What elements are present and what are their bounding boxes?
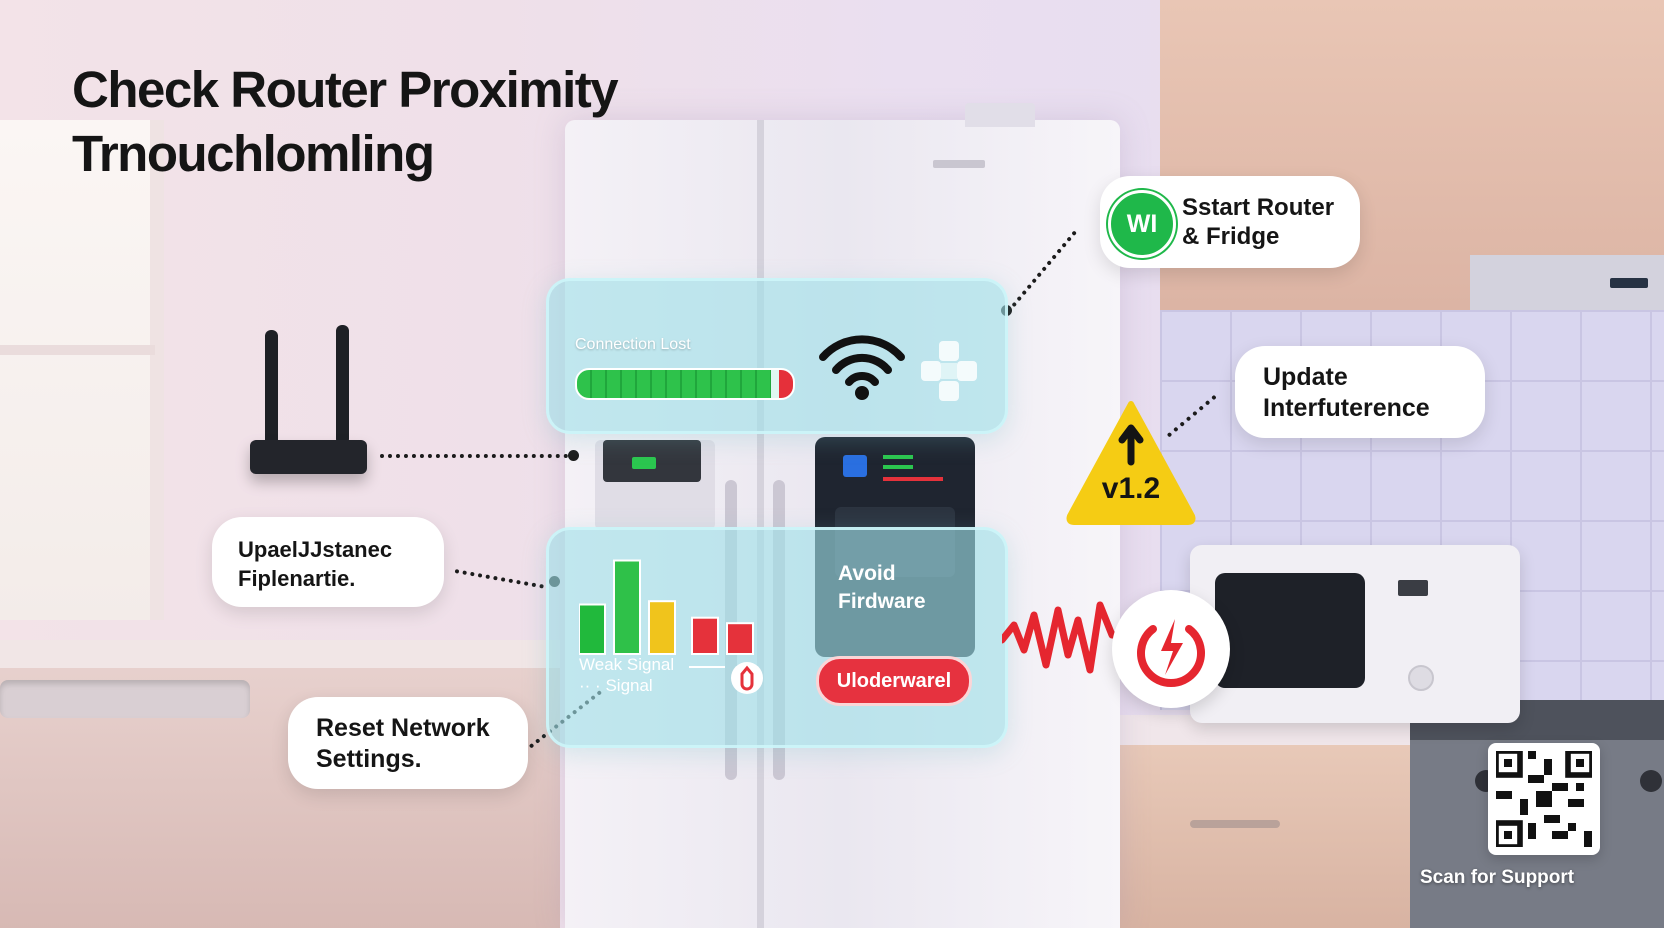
update-line-1: Update	[1263, 363, 1348, 391]
title-line-2: Trnouchlomling	[72, 125, 435, 182]
title-line-1: Check Router Proximity	[72, 61, 619, 118]
microwave	[1190, 545, 1520, 723]
tablet-app-icon	[843, 455, 867, 477]
alert-icon[interactable]	[729, 660, 765, 696]
weak-signal-divider	[689, 666, 725, 668]
update-callout[interactable]: Update Interfuterence	[1235, 346, 1485, 438]
signal-bar	[613, 559, 641, 655]
window-frame	[0, 345, 155, 355]
signal-bars-chart	[579, 559, 754, 655]
signal-sublabel-prefix: ·· ·	[579, 676, 601, 695]
tablet-action-button[interactable]: Uloderwarel	[816, 656, 972, 706]
update-line-2: Interfuterence	[1263, 394, 1430, 422]
drawer-handle	[1190, 820, 1280, 828]
signal-panel: Weak Signal ·· · Signal	[546, 527, 1008, 748]
puzzle-icon	[921, 341, 977, 401]
power-bolt-icon	[1137, 619, 1205, 687]
kitchen-window	[0, 120, 164, 620]
hood-display	[1610, 278, 1648, 288]
reset-callout-text: Reset Network Settings.	[316, 713, 490, 775]
fridge-door-gap	[757, 120, 764, 928]
connection-status-panel: Connection Lost	[546, 278, 1008, 434]
restart-line-2: & Fridge	[1182, 223, 1280, 250]
tablet-message: Avoid Firdware	[838, 560, 926, 616]
distance-callout[interactable]: UpaelJJstanec Fiplenartie.	[212, 517, 444, 607]
page-title: Check Router Proximity Trnouchlomling	[72, 58, 712, 186]
signal-sublabel-text: Signal	[605, 676, 653, 695]
reset-line-2: Settings.	[316, 745, 422, 773]
signal-bar	[691, 616, 719, 655]
distance-line-1: UpaelJJstanec	[238, 537, 393, 562]
restart-callout-text: Sstart Router & Fridge	[1182, 193, 1334, 251]
distance-line-2: Fiplenartie.	[238, 566, 356, 591]
restart-icon: WI	[1108, 190, 1176, 258]
signal-sublabel: ·· · Signal	[579, 676, 653, 696]
qr-caption: Scan for Support	[1420, 867, 1575, 888]
tablet-status-line	[883, 477, 943, 481]
reset-callout[interactable]: Reset Network Settings.	[288, 697, 528, 789]
reset-line-1: Reset Network	[316, 714, 490, 742]
tablet-status-line	[883, 465, 913, 469]
tablet-message-line-1: Avoid	[838, 562, 896, 585]
stove-knob	[1640, 770, 1662, 792]
warning-icon	[1066, 401, 1196, 525]
signal-strength-fill	[577, 370, 772, 398]
dispenser-indicator	[632, 457, 656, 469]
router-connector	[380, 454, 568, 458]
interference-badge	[1112, 590, 1230, 708]
router	[250, 440, 367, 474]
left-countertop	[0, 640, 560, 668]
qr-pattern	[1496, 751, 1592, 847]
version-label: v1.2	[1101, 472, 1161, 505]
interference-wave	[1002, 601, 1132, 674]
distance-connector	[454, 569, 544, 589]
restart-callout[interactable]: WI Sstart Router & Fridge	[1100, 176, 1360, 268]
connection-status-label: Connection Lost	[575, 336, 691, 353]
lower-cabinets	[1050, 745, 1470, 928]
weak-signal-label: Weak Signal	[579, 655, 675, 674]
tablet-message-line-2: Firdware	[838, 590, 926, 613]
microwave-display	[1398, 580, 1428, 596]
signal-strength-bar	[575, 368, 795, 400]
update-callout-text: Update Interfuterence	[1263, 362, 1430, 424]
router-antenna-left	[265, 330, 278, 450]
microwave-dial	[1408, 665, 1434, 691]
support-qr-code[interactable]	[1488, 743, 1600, 855]
signal-strength-cap	[779, 370, 793, 398]
microwave-window	[1215, 573, 1365, 688]
restart-line-1: Sstart Router	[1182, 194, 1335, 221]
tablet-status-line	[883, 455, 913, 459]
router-antenna-right	[336, 325, 349, 445]
distance-callout-text: UpaelJJstanec Fiplenartie.	[238, 535, 392, 593]
signal-bar	[648, 600, 676, 655]
wifi-icon	[819, 335, 905, 400]
fridge-hinge	[965, 103, 1035, 127]
connector-dot	[568, 450, 579, 461]
signal-bar	[579, 603, 606, 655]
sink	[0, 680, 250, 718]
signal-bar	[726, 622, 754, 655]
fridge-badge	[933, 160, 985, 168]
